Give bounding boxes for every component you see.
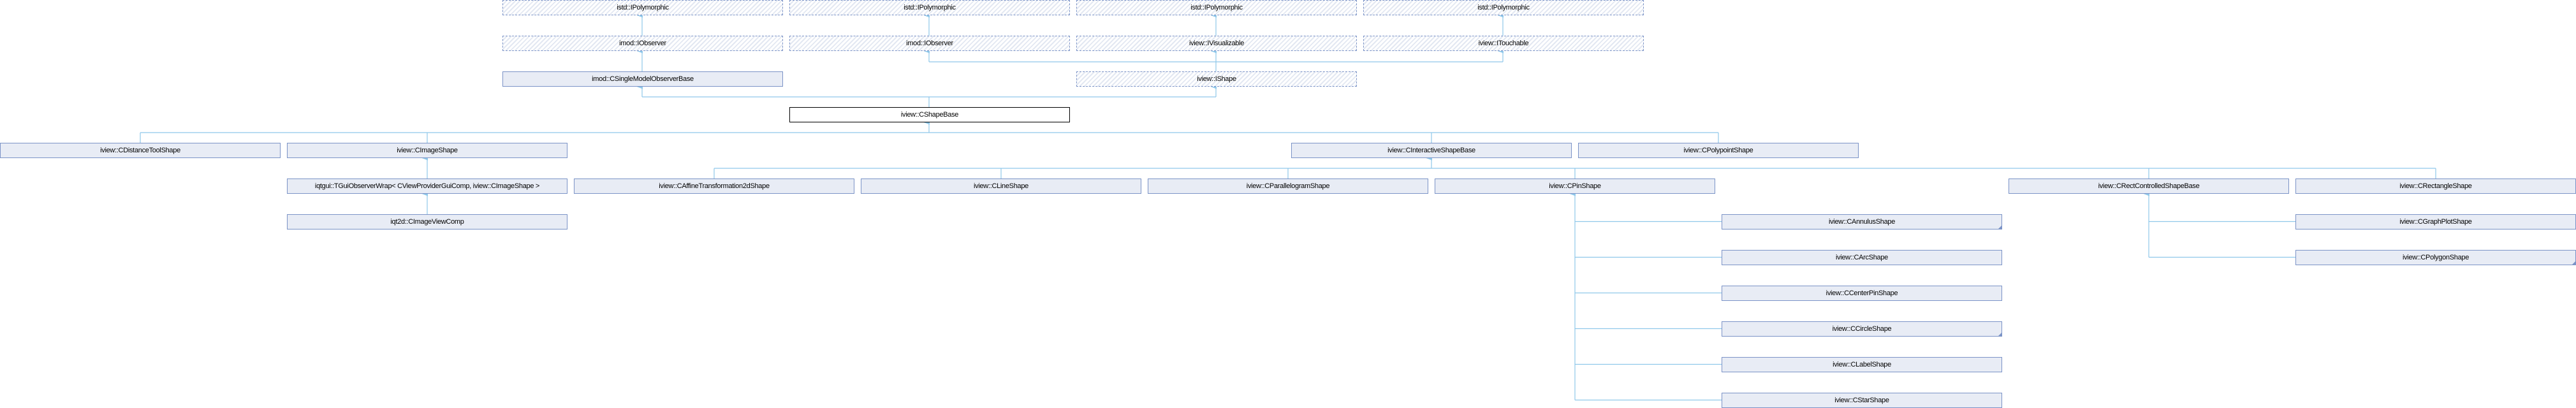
node-istd-ipolymorphic[interactable]: istd::IPolymorphic (789, 0, 1070, 15)
node-cgraphplotshape[interactable]: iview::CGraphPlotShape (2295, 214, 2576, 229)
node-iview-ivisualizable[interactable]: iview::IVisualizable (1076, 36, 1357, 51)
node-cpolygonshape[interactable]: iview::CPolygonShape (2295, 250, 2576, 265)
node-iview-itouchable[interactable]: iview::ITouchable (1363, 36, 1644, 51)
node-istd-ipolymorphic[interactable]: istd::IPolymorphic (1363, 0, 1644, 15)
node-crectangleshape[interactable]: iview::CRectangleShape (2295, 178, 2576, 194)
node-ccenterpinshape[interactable]: iview::CCenterPinShape (1722, 286, 2002, 301)
node-cshapebase-current: iview::CShapeBase (789, 107, 1070, 122)
node-cpolypointshape[interactable]: iview::CPolypointShape (1578, 143, 1859, 158)
node-tguiobserverwrap[interactable]: iqtgui::TGuiObserverWrap< CViewProviderG… (287, 178, 567, 194)
node-clineshape[interactable]: iview::CLineShape (861, 178, 1141, 194)
node-cimageviewcomp[interactable]: iqt2d::CImageViewComp (287, 214, 567, 229)
node-clabelshape[interactable]: iview::CLabelShape (1722, 357, 2002, 372)
node-caffinetransformation2dshape[interactable]: iview::CAffineTransformation2dShape (574, 178, 854, 194)
node-imod-iobserver[interactable]: imod::IObserver (789, 36, 1070, 51)
node-cpinshape[interactable]: iview::CPinShape (1435, 178, 1715, 194)
node-crectcontrolledshapebase[interactable]: iview::CRectControlledShapeBase (2009, 178, 2289, 194)
node-cparallelogramshape[interactable]: iview::CParallelogramShape (1148, 178, 1428, 194)
node-cstarshape[interactable]: iview::CStarShape (1722, 393, 2002, 408)
node-cannulusshape[interactable]: iview::CAnnulusShape (1722, 214, 2002, 229)
node-imod-iobserver[interactable]: imod::IObserver (502, 36, 783, 51)
node-istd-ipolymorphic[interactable]: istd::IPolymorphic (502, 0, 783, 15)
node-csinglemodelobserverbase[interactable]: imod::CSingleModelObserverBase (502, 71, 783, 87)
node-cinteractiveshapebase[interactable]: iview::CInteractiveShapeBase (1291, 143, 1572, 158)
node-cimageshape[interactable]: iview::CImageShape (287, 143, 567, 158)
node-ccircleshape[interactable]: iview::CCircleShape (1722, 321, 2002, 337)
node-carcshape[interactable]: iview::CArcShape (1722, 250, 2002, 265)
node-iview-ishape[interactable]: iview::IShape (1076, 71, 1357, 87)
node-cdistancetoolshape[interactable]: iview::CDistanceToolShape (0, 143, 281, 158)
node-istd-ipolymorphic[interactable]: istd::IPolymorphic (1076, 0, 1357, 15)
